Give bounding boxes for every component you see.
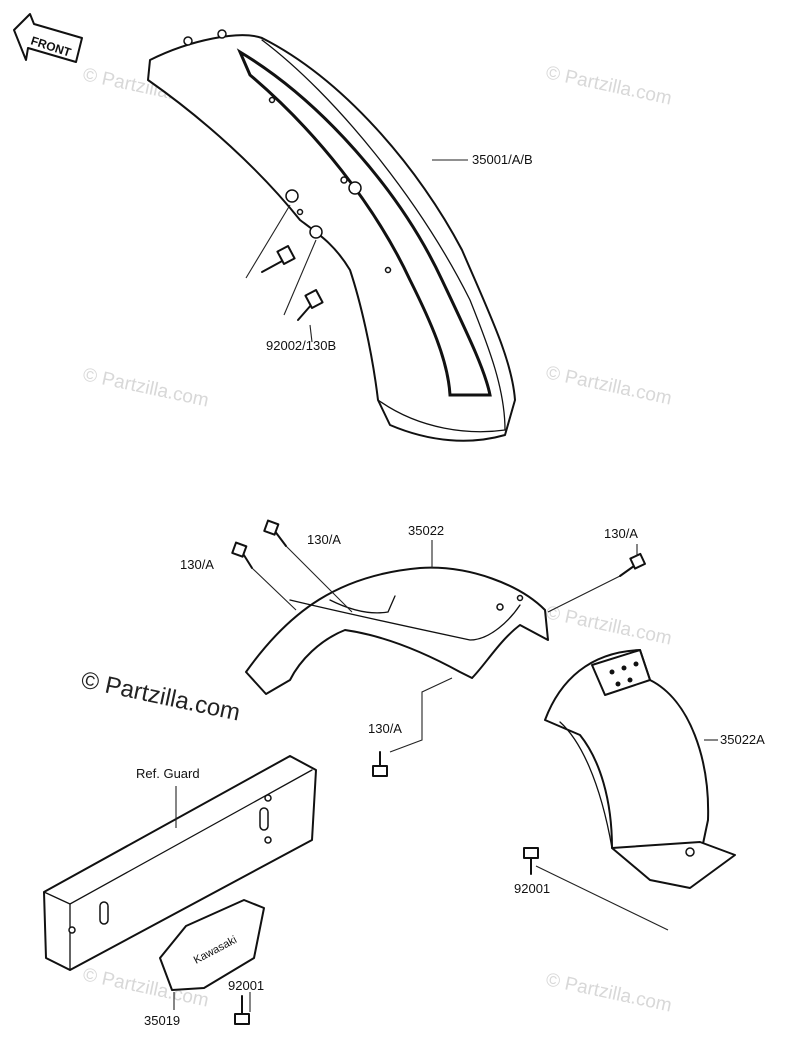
ref-guard [43,755,317,971]
guard-slot [99,901,109,925]
mount-hole [615,681,621,687]
mount-hole [340,176,348,184]
bolt-head [523,847,539,859]
part-label-rear-fender-alt: 35022A [720,732,765,747]
leader-line [283,239,317,316]
bolt-head [263,519,280,536]
part-label-front-fender: 35001/A/B [472,152,533,167]
watermark-main: © Partzilla.com [79,666,243,726]
front-fender-stripe [236,48,492,397]
mount-hole [264,794,272,802]
rear-fender-panel [329,595,396,614]
front-arrow-icon [13,13,83,63]
bolt-head [231,541,248,558]
leader-line [285,545,353,613]
part-label-bolt-rear: 92001 [514,881,550,896]
mount-hole [609,669,615,675]
mount-hole [296,208,304,216]
fender-bolt [261,245,296,273]
mount-hole [685,847,695,857]
front-fender-shell [147,34,516,442]
leader-line [245,204,291,279]
mount-hole [348,181,362,195]
part-label-bolt-a4: 130/A [368,721,402,736]
bracket-plate [159,899,265,991]
mount-hole [309,225,323,239]
leader-line [547,575,621,613]
front-arrow: FRONT [13,13,83,63]
bolt-130a [372,751,388,777]
watermark: © Partzilla.com [544,362,674,409]
mount-hole [68,926,76,934]
mount-hole [183,36,193,46]
bolt-130a [263,519,287,547]
rear-fender-crease [289,599,521,641]
part-label-bolt-a1: 130/A [307,532,341,547]
rear-fender-alt-flap [611,841,736,889]
bracket: Kawasaki [159,899,265,991]
mount-hole [633,661,639,667]
watermark: © Partzilla.com [544,602,674,649]
part-label-bolt-guard: 92001 [228,978,264,993]
mount-hole [496,603,504,611]
bolt-shank [297,303,313,321]
leader-line [535,865,669,931]
part-label-bracket: 35019 [144,1013,180,1028]
watermark: © Partzilla.com [81,364,211,411]
part-label-fender-bolt: 92002/130B [266,338,336,353]
front-fender-lip [377,399,506,433]
mount-hole [268,96,276,104]
watermark: © Partzilla.com [544,969,674,1016]
rear-fender-alt-bracket [591,649,651,696]
front-fender [147,29,516,442]
part-label-bolt-a2: 130/A [180,557,214,572]
mount-hole [384,266,392,274]
ref-guard-shell [43,755,317,971]
leader-line [389,677,453,753]
rear-fender [245,566,549,695]
guard-slot [259,807,269,831]
bolt-92001 [523,847,539,875]
fender-bolt [297,289,324,321]
bolt-130a [231,541,253,569]
mount-hole [621,665,627,671]
mount-hole [264,836,272,844]
bolt-head [304,289,324,309]
part-label-bolt-a3: 130/A [604,526,638,541]
bolt-130a [619,552,646,577]
bolt-head [234,1013,250,1025]
part-label-ref-guard: Ref. Guard [136,766,200,781]
mount-hole [285,189,299,203]
bolt-shank [619,565,635,577]
leader-line [251,567,297,611]
mount-hole [516,594,524,602]
front-fender-edge [261,39,506,431]
bolt-92001 [234,995,250,1025]
rear-fender-alt [544,649,736,889]
mount-hole [217,29,227,39]
bolt-head [276,245,296,265]
rear-fender-shell [245,566,549,695]
part-label-rear-fender: 35022 [408,523,444,538]
mount-hole [627,677,633,683]
bolt-head [629,552,646,570]
rear-fender-alt-edge [559,721,613,849]
rear-fender-alt-shell [544,649,710,863]
bolt-shank [261,259,285,273]
leader-line [309,324,313,343]
watermark: © Partzilla.com [544,62,674,109]
bolt-head [372,765,388,777]
